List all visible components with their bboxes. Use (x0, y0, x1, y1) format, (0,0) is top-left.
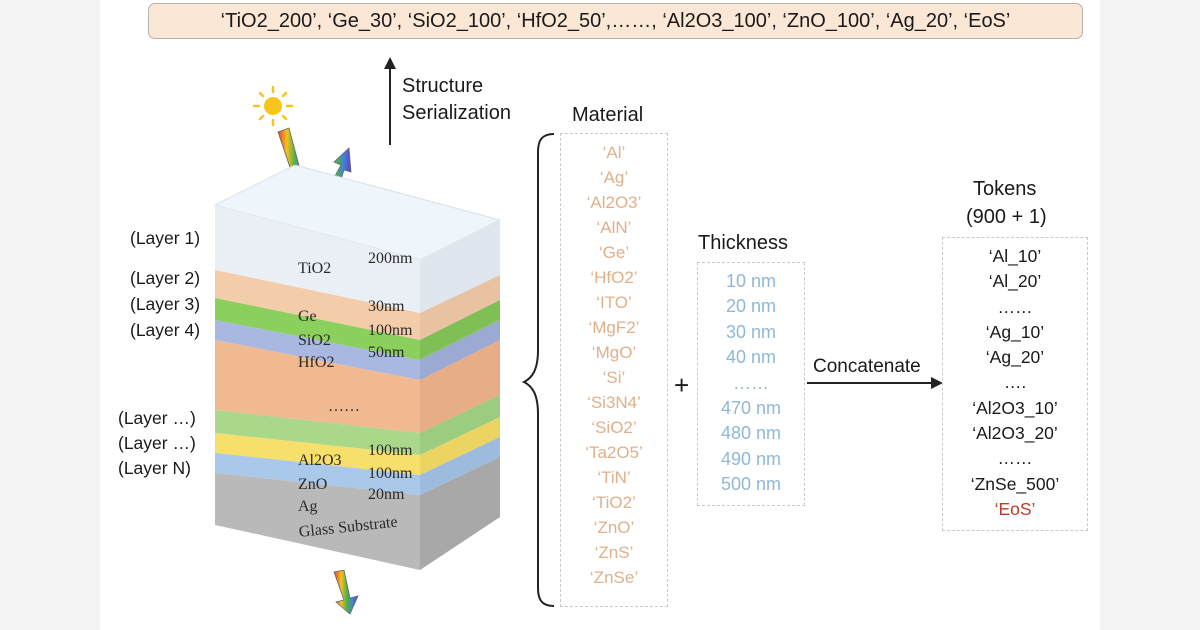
serialized-sequence-box: ‘TiO2_200’, ‘Ge_30’, ‘SiO2_100’, ‘HfO2_5… (148, 3, 1083, 39)
layer-2-ge (215, 270, 420, 340)
material-title: Material (572, 104, 644, 126)
stack-thickness-4: 50nm (368, 344, 405, 361)
thickness-list: 10 nm 20 nm 30 nm 40 nm …… 470 nm 480 nm 490 nm… (698, 263, 804, 498)
serialization-label-line2: Serialization (402, 102, 511, 124)
layer-label-3: (Layer 3) (130, 294, 201, 314)
token-item: …… (997, 296, 1033, 317)
tokens-box: ‘Al_10’ ‘Al_20’ …… ‘Ag_10’ ‘Ag_20’ …. ‘Al2O3_1… (942, 237, 1088, 531)
stack-material-n2: Al2O3 (298, 452, 342, 469)
stack-dots: …… (328, 398, 360, 415)
token-item: …… (997, 448, 1033, 469)
layer-zno (215, 433, 420, 475)
material-item: ‘AlN’ (596, 218, 632, 237)
stack-material-2: Ge (298, 308, 317, 325)
stack-material-4: HfO2 (298, 354, 335, 371)
tokens-title: Tokens (973, 178, 1037, 200)
glass-substrate-layer (215, 473, 420, 570)
material-box: ‘Al’ ‘Ag’ ‘Al2O3’ ‘AlN’ ‘Ge’ ‘HfO2’ ‘ITO’ ‘MgF2… (560, 133, 668, 607)
sun-icon (252, 85, 294, 127)
stack-thickness-2: 30nm (368, 298, 405, 315)
material-item: ‘MgF2’ (588, 318, 640, 337)
curly-brace (521, 133, 555, 607)
stack-material-3: SiO2 (298, 332, 331, 349)
thickness-item: …… (733, 372, 769, 393)
thickness-item: 480 nm (720, 423, 782, 444)
material-item: ‘Al2O3’ (586, 193, 642, 212)
stack-material-n: Ag (298, 498, 318, 515)
material-item: ‘Si3N4’ (587, 393, 641, 412)
stack-thickness-n2: 100nm (368, 442, 413, 459)
layer-stack (213, 165, 502, 570)
token-item: ‘Ag_20’ (985, 347, 1045, 368)
token-item: …. (1003, 372, 1027, 393)
material-list: ‘Al’ ‘Ag’ ‘Al2O3’ ‘AlN’ ‘Ge’ ‘HfO2’ ‘ITO’ ‘MgF2… (561, 134, 667, 590)
serialization-label-line1: Structure (402, 75, 484, 97)
layer-3-sio2 (215, 298, 420, 360)
material-item: ‘Si’ (602, 368, 626, 387)
thickness-item: 20 nm (725, 296, 777, 317)
material-item: ‘Ta2O5’ (585, 443, 643, 462)
stack-thickness-1: 200nm (368, 250, 413, 267)
serialization-arrow (384, 57, 396, 145)
stack-thickness-3: 100nm (368, 322, 413, 339)
layer-label-1: (Layer 1) (130, 228, 201, 248)
layer-middle (215, 340, 420, 433)
thickness-title: Thickness (698, 232, 789, 254)
thickness-item: 500 nm (720, 474, 782, 495)
material-item: ‘Ge’ (598, 243, 630, 262)
material-item: ‘Al’ (602, 143, 626, 162)
diagram-canvas: ‘TiO2_200’, ‘Ge_30’, ‘SiO2_100’, ‘HfO2_5… (100, 0, 1100, 630)
stack-thickness-n1: 100nm (368, 465, 413, 482)
concatenate-arrow (807, 377, 943, 389)
material-item: ‘MgO’ (591, 343, 637, 362)
stack-material-1: TiO2 (298, 260, 332, 277)
thickness-item: 470 nm (720, 397, 782, 418)
token-item: ‘Al_10’ (988, 246, 1042, 266)
thickness-item: 10 nm (725, 271, 777, 291)
layer-label-n: (Layer N) (118, 458, 191, 478)
material-item: ‘ITO’ (596, 293, 632, 312)
layer-1-tio2 (215, 205, 420, 313)
layer-label-4: (Layer 4) (130, 320, 201, 340)
tokens-count: (900 + 1) (966, 206, 1047, 228)
thickness-item: 40 nm (725, 347, 777, 368)
material-item: ‘SiO2’ (591, 418, 637, 437)
token-item: ‘Al2O3_20’ (972, 423, 1058, 444)
material-item: ‘ZnSe’ (589, 568, 639, 587)
layer-label-2: (Layer 2) (130, 268, 201, 288)
transmitted-light-arrow-icon (333, 570, 359, 615)
stack-thickness-n: 20nm (368, 486, 405, 503)
material-item: ‘TiO2’ (592, 493, 636, 512)
token-item: ‘Al2O3_10’ (972, 397, 1058, 418)
token-item: ‘Ag_10’ (985, 321, 1045, 342)
token-item: ‘Al_20’ (988, 271, 1042, 292)
material-item: ‘Ag’ (599, 168, 629, 187)
layer-ag (215, 453, 420, 495)
token-item: ‘ZnSe_500’ (970, 473, 1060, 494)
thickness-box: 10 nm 20 nm 30 nm 40 nm …… 470 nm 480 nm 490 nm… (697, 262, 805, 506)
token-eos: ‘EoS’ (994, 498, 1036, 519)
concatenate-label: Concatenate (813, 356, 921, 377)
tokens-list: ‘Al_10’ ‘Al_20’ …… ‘Ag_10’ ‘Ag_20’ …. ‘Al2O3_1… (943, 238, 1087, 522)
material-item: ‘HfO2’ (590, 268, 638, 287)
material-item: ‘TiN’ (597, 468, 631, 487)
layer-4-hfo2 (215, 320, 420, 380)
layer-al2o3 (215, 410, 420, 455)
layer-label-dots-2: (Layer …) (118, 433, 196, 453)
thickness-item: 30 nm (725, 321, 777, 342)
serialized-sequence: ‘TiO2_200’, ‘Ge_30’, ‘SiO2_100’, ‘HfO2_5… (220, 9, 1011, 32)
material-item: ‘ZnS’ (594, 543, 634, 562)
layer-label-dots-1: (Layer …) (118, 408, 196, 428)
material-item: ‘ZnO’ (593, 518, 635, 537)
thickness-item: 490 nm (720, 448, 782, 469)
plus-sign: + (674, 370, 690, 400)
stack-material-n1: ZnO (298, 476, 328, 493)
